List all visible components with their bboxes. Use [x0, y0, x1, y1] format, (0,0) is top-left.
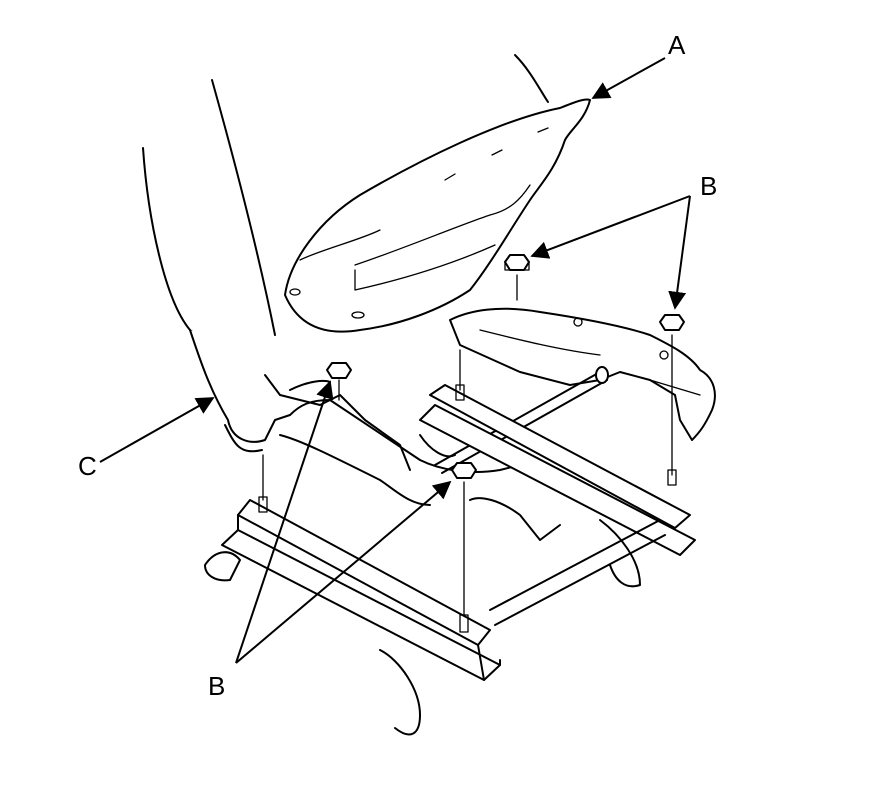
callout-c: C [78, 451, 97, 481]
bolt-front-left [451, 462, 477, 633]
cross-members [469, 497, 666, 626]
mounting-bolts [258, 254, 685, 633]
leader-b-right-2 [668, 195, 691, 310]
seat-side-cover-a [284, 98, 591, 333]
leader-c [99, 397, 215, 463]
leader-a [591, 57, 666, 99]
leader-b-right-1 [530, 195, 691, 259]
bolt-rear-left [326, 362, 352, 401]
callout-a: A [668, 30, 686, 60]
right-slide-rail [419, 384, 696, 588]
seat-frame [449, 307, 716, 441]
leader-b-left-1 [235, 380, 334, 664]
left-slide-rail [204, 499, 501, 736]
leader-lines [99, 57, 691, 664]
bolt-rear-right [504, 254, 530, 301]
bolt-front-right [659, 314, 685, 486]
callout-b-right: B [700, 171, 717, 201]
leader-b-left-2 [235, 480, 452, 664]
callout-b-left: B [208, 671, 225, 701]
